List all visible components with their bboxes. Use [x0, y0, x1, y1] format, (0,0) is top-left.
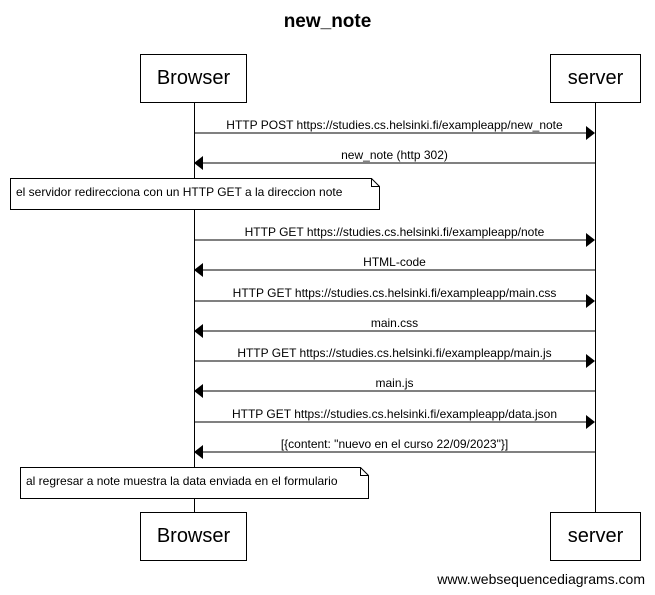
message-html-code: HTML-code [194, 255, 595, 279]
arrow-left-icon [194, 263, 595, 277]
message-data-json-response: [{content: "nuevo en el curso 22/09/2023… [194, 437, 595, 461]
browser-lifeline [194, 103, 195, 512]
arrow-left-icon [194, 445, 595, 459]
message-get-main-css: HTTP GET https://studies.cs.helsinki.fi/… [194, 286, 595, 310]
message-label: main.css [370, 316, 419, 330]
message-label: HTTP POST https://studies.cs.helsinki.fi… [226, 118, 563, 132]
arrow-left-icon [194, 156, 595, 170]
note-text: el servidor redirecciona con un HTTP GET… [16, 185, 343, 199]
message-label: HTTP GET https://studies.cs.helsinki.fi/… [237, 346, 552, 360]
message-get-note: HTTP GET https://studies.cs.helsinki.fi/… [194, 225, 595, 249]
diagram-title: new_note [283, 11, 372, 32]
arrow-right-icon [194, 354, 595, 368]
message-main-js: main.js [194, 376, 595, 400]
message-get-main-js: HTTP GET https://studies.cs.helsinki.fi/… [194, 346, 595, 370]
arrow-left-icon [194, 324, 595, 338]
message-get-data-json: HTTP GET https://studies.cs.helsinki.fi/… [194, 407, 595, 431]
message-main-css: main.css [194, 316, 595, 340]
message-post-new-note: HTTP POST https://studies.cs.helsinki.fi… [194, 118, 595, 142]
server-lifeline [595, 103, 596, 512]
message-label: main.js [375, 376, 414, 390]
actor-server-bottom: server [550, 512, 641, 561]
note-shape [20, 467, 369, 499]
watermark-link[interactable]: www.websequencediagrams.com [437, 571, 645, 587]
actor-server-top: server [550, 54, 641, 103]
message-label: HTML-code [363, 255, 426, 269]
message-label: new_note (http 302) [341, 148, 448, 162]
arrow-right-icon [194, 126, 595, 140]
actor-browser-top: Browser [140, 54, 247, 103]
message-label: [{content: "nuevo en el curso 22/09/2023… [280, 437, 509, 451]
note-return: al regresar a note muestra la data envia… [20, 467, 369, 499]
note-redirect: el servidor redirecciona con un HTTP GET… [10, 178, 380, 210]
message-label: HTTP GET https://studies.cs.helsinki.fi/… [232, 286, 557, 300]
actor-browser-bottom: Browser [140, 512, 247, 561]
message-redirect-302: new_note (http 302) [194, 148, 595, 172]
arrow-right-icon [194, 233, 595, 247]
note-text: al regresar a note muestra la data envia… [26, 474, 338, 488]
arrow-right-icon [194, 415, 595, 429]
arrow-right-icon [194, 294, 595, 308]
arrow-left-icon [194, 384, 595, 398]
note-shape [10, 178, 380, 210]
message-label: HTTP GET https://studies.cs.helsinki.fi/… [231, 407, 558, 421]
message-label: HTTP GET https://studies.cs.helsinki.fi/… [244, 225, 545, 239]
